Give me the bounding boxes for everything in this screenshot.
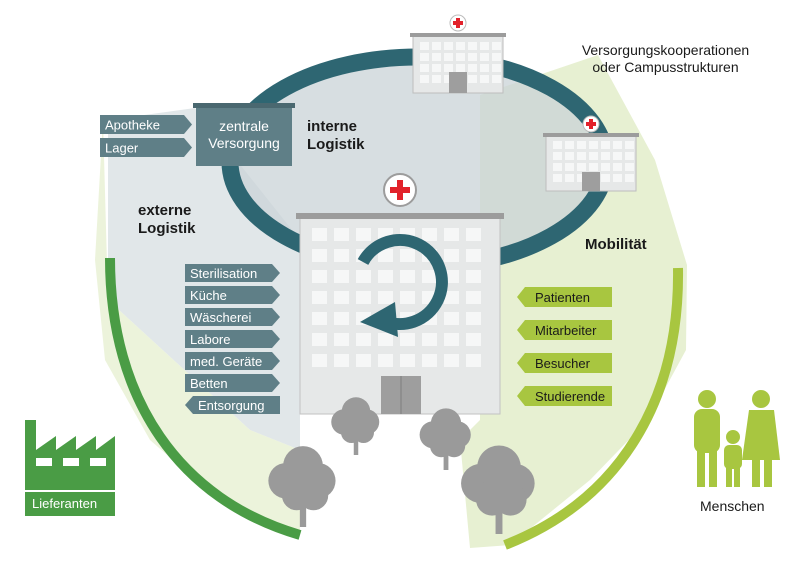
tree-icon — [419, 408, 471, 470]
mobility-arc — [503, 267, 684, 550]
supply-tag: Apotheke — [100, 115, 192, 134]
service-tag-label: Betten — [190, 376, 228, 391]
campus-building-top — [410, 14, 506, 94]
main-hospital-building — [296, 213, 504, 415]
service-tag-label: Küche — [190, 288, 227, 303]
family-icon — [694, 390, 780, 487]
central-supply-label: zentrale Versorgung — [208, 118, 280, 151]
campus-building-right — [543, 115, 639, 192]
external-logistics-label: externe Logistik — [138, 202, 196, 237]
campus-label: Versorgungskooperationen oder Campusstru… — [581, 42, 750, 75]
people-group-tag: Besucher — [517, 353, 612, 373]
service-tag: Wäscherei — [185, 308, 280, 326]
service-tag: med. Geräte — [185, 352, 280, 370]
people-group-tag-label: Studierende — [535, 389, 605, 404]
external-logistics-arc — [105, 257, 302, 540]
suppliers-label: Lieferanten — [32, 496, 98, 511]
tree-icon — [331, 397, 380, 455]
people-group-tag-label: Mitarbeiter — [535, 323, 597, 338]
people-group-tag-label: Besucher — [535, 356, 591, 371]
people-group-tag: Studierende — [517, 386, 612, 406]
factory-icon — [25, 420, 115, 516]
hospital-cross-icon — [383, 173, 417, 207]
service-tag: Küche — [185, 286, 280, 304]
service-tag-label: Entsorgung — [198, 398, 265, 413]
cycle-arrow-icon — [357, 234, 448, 337]
people-label: Menschen — [700, 498, 765, 514]
external-logistics-zone-light — [95, 120, 300, 535]
supply-tag-label: Lager — [105, 141, 139, 156]
service-tag-label: med. Geräte — [190, 354, 262, 369]
central-supply-box — [196, 106, 292, 166]
tree-icon — [268, 446, 336, 527]
service-tag-label: Labore — [190, 332, 230, 347]
people-group-tag: Patienten — [517, 287, 612, 307]
people-group-tag-label: Patienten — [535, 290, 590, 305]
service-tag-label: Sterilisation — [190, 266, 257, 281]
internal-logistics-label: interne Logistik — [307, 118, 365, 153]
supply-tag-label: Apotheke — [105, 118, 160, 133]
supply-tag: Lager — [100, 138, 192, 157]
service-tag-label: Wäscherei — [190, 310, 252, 325]
mobility-label: Mobilität — [585, 236, 647, 253]
tree-icon — [461, 445, 535, 534]
service-tag: Sterilisation — [185, 264, 280, 282]
service-tag: Labore — [185, 330, 280, 348]
service-tag: Betten — [185, 374, 280, 392]
people-group-tag: Mitarbeiter — [517, 320, 612, 340]
service-tag: Entsorgung — [185, 396, 280, 414]
